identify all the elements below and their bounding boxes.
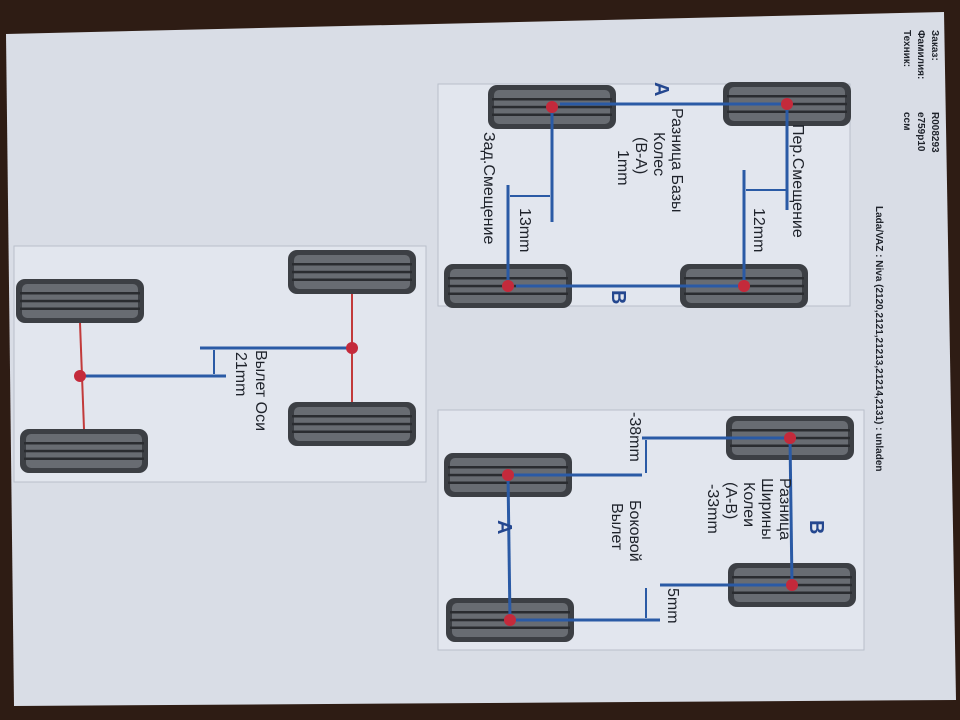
track-side-a: A [493,520,515,534]
rear-setback-label: Зад.Смещение [480,132,497,244]
track-left-value: -38mm [626,412,643,462]
lateral-offset-line1: Боковой [626,500,643,562]
track-side-b: B [805,520,827,534]
wheelbase-diff-line3: (B-A) [632,137,649,174]
header-block: Заказ: R008293 Фамилия: e759p10 Техник: … [873,30,940,472]
tire-axle-front-bottom [288,402,416,446]
tire-axle-front-top [288,250,416,294]
surname-value: e759p10 [915,112,926,152]
order-label: Заказ: [929,30,940,61]
setback-side-b: B [607,290,629,304]
front-setback-value: 12mm [750,208,767,252]
track-diff-line3: Колеи [740,482,757,527]
track-right-value: 5mm [664,588,681,624]
technician-value: ссм [901,112,912,131]
tire-axle-rear-top [16,279,144,323]
axle-offset-value: 21mm [232,352,249,396]
track-diff-value: -33mm [704,484,721,534]
rear-setback-value: 13mm [516,208,533,252]
tire-axle-rear-bottom [20,429,148,473]
vehicle-title: Lada/VAZ : Niva (2120,2121,21213,21214,2… [873,206,884,472]
wheelbase-diff-line1: Разница Базы [668,108,685,213]
lateral-offset-line2: Вылет [608,503,625,551]
track-diff-line4: (A-B) [722,482,739,519]
track-diff-line2: Ширины [758,478,775,540]
track-diff-line1: Разница [776,478,793,540]
axle-offset-label: Вылет Оси [252,350,269,431]
wheelbase-diff-value: 1mm [614,150,631,186]
setback-panel: A B Пер.Смещение 12mm Зад.Смещение 13mm … [437,82,851,308]
setback-side-a: A [650,82,672,96]
technician-label: Техник: [901,30,912,67]
surname-label: Фамилия: [915,30,926,79]
track-panel: B A -38mm 5mm Разница Ширины Колеи (A-B)… [437,409,865,651]
order-value: R008293 [929,112,940,153]
axle-offset-panel: Вылет Оси 21mm [13,245,427,483]
front-setback-label: Пер.Смещение [789,124,806,238]
wheelbase-diff-line2: Колес [650,132,667,176]
